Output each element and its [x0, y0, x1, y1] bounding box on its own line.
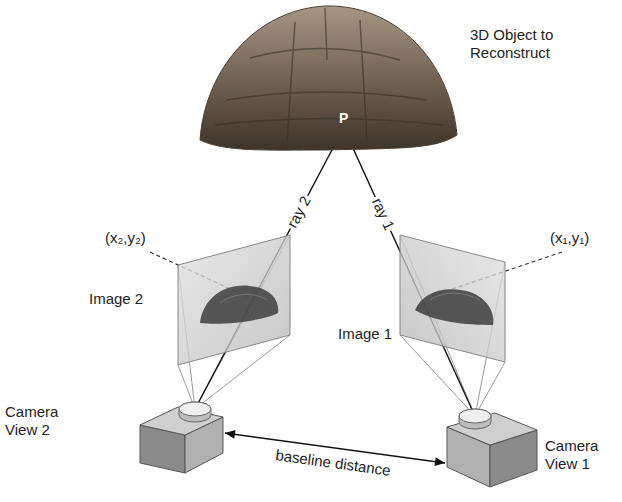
camera-label: Camera View 2: [5, 403, 71, 439]
image-label-holder: Image 1: [338, 325, 392, 343]
image-label: Image 2: [89, 290, 143, 308]
camera-label-holder: Camera View 2: [5, 403, 71, 439]
point-coordinate: (x₁,y₁): [550, 229, 589, 247]
image-label-holder: Image 2: [89, 290, 143, 308]
camera-shape: [135, 395, 225, 475]
object-to-reconstruct: P3D Object to Reconstruct: [195, 0, 460, 155]
object-caption: 3D Object to Reconstruct: [470, 26, 582, 62]
point-label-holder: P: [339, 110, 348, 127]
edge-label-holder: baseline distance: [272, 446, 393, 480]
camera: Camera View 2: [135, 395, 225, 475]
image-label: Image 1: [338, 325, 392, 343]
edge-label: baseline distance: [272, 446, 393, 480]
camera-shape: [445, 405, 540, 490]
view-frustum: [178, 235, 505, 416]
image-plane-shape: [335, 230, 510, 370]
edge-label: ray 2: [282, 191, 315, 232]
camera-label-holder: Camera View 1: [545, 437, 615, 473]
edge-label-holder: ray 2: [282, 191, 315, 232]
edge-label: ray 1: [367, 194, 399, 235]
edge-label-holder: ray 1: [367, 194, 399, 235]
camera-label: Camera View 1: [545, 437, 615, 473]
arrow-head: [225, 430, 236, 439]
arrow-head: [434, 457, 445, 466]
object-caption-holder: 3D Object to Reconstruct: [470, 26, 582, 62]
object-to-reconstruct-shape: [195, 0, 460, 155]
camera: Camera View 1: [445, 405, 540, 490]
image-plane: Image 2: [85, 228, 295, 368]
image-plane: Image 1: [335, 230, 510, 370]
point-coordinate: (x₂,y₂): [105, 229, 146, 247]
point-coordinate-holder: (x₁,y₁): [550, 229, 589, 247]
point-label: P: [339, 110, 348, 127]
point-coordinate-holder: (x₂,y₂): [105, 229, 146, 247]
